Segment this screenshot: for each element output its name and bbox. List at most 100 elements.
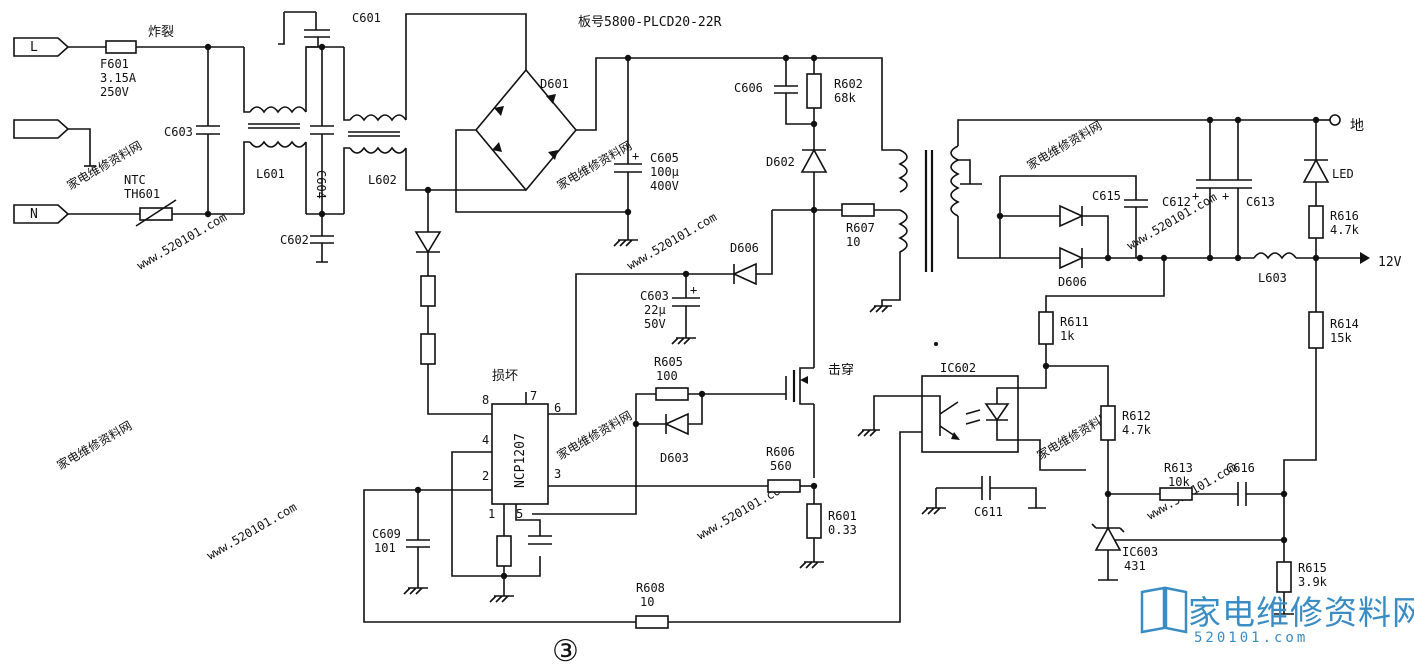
r612-ref: R612 (1122, 409, 1151, 423)
ground (799, 538, 824, 569)
r614-ref: R614 (1330, 317, 1359, 331)
r611-value: 1k (1060, 329, 1075, 343)
resistor-r616 (1308, 205, 1324, 239)
c603vcc-plus: + (690, 283, 697, 297)
d601-ref: D601 (540, 77, 569, 91)
r606-value: 560 (770, 459, 792, 473)
wire (405, 13, 527, 120)
l601-ref: L601 (256, 167, 285, 181)
pin-label: 8 (482, 393, 489, 407)
pin-label: 2 (482, 469, 489, 483)
f601-ref: F601 (100, 57, 129, 71)
wire (1098, 550, 1118, 581)
marker-dot (934, 342, 938, 346)
wire (343, 47, 350, 121)
wire (576, 57, 808, 131)
r606-ref: R606 (766, 445, 795, 459)
wire (635, 393, 666, 425)
d602-ref: D602 (766, 155, 795, 169)
pin-label: 5 (516, 507, 523, 521)
wire (668, 431, 924, 623)
f601-note: 炸裂 (148, 25, 174, 40)
mosfet-switch (702, 367, 814, 405)
wire (1018, 366, 1047, 389)
l603-ref: L603 (1258, 271, 1287, 285)
terminal-neutral: N (13, 204, 70, 224)
ic601-note: 损坏 (492, 369, 518, 384)
c612-plus: + (1192, 189, 1199, 203)
wire (808, 57, 900, 151)
r607-ref: R607 (846, 221, 875, 235)
ntc-th601 (139, 207, 173, 221)
brand-logo (1140, 586, 1188, 634)
c603vcc-ref: C603 (640, 289, 669, 303)
l602-ref: L602 (368, 173, 397, 187)
inductor-l601-top (249, 106, 307, 114)
node (500, 572, 508, 580)
capacitor-c606 (774, 58, 814, 125)
wire (306, 46, 344, 215)
capacitor-c615 (1124, 199, 1148, 258)
watermark-text: 家电维修资料网 (554, 138, 634, 193)
transformer-main (869, 145, 960, 313)
diode-secondary-1 (1059, 204, 1084, 228)
inductor-l601-bottom (249, 140, 307, 148)
r612-value: 4.7k (1122, 423, 1152, 437)
wire (1018, 439, 1086, 471)
wire (243, 141, 250, 214)
terminal-live-label: L (30, 40, 38, 55)
wire (532, 424, 637, 515)
ground (489, 566, 514, 603)
resistor-startup-2 (420, 333, 436, 365)
brand-url: 520101.com (1194, 630, 1309, 646)
wire (1046, 365, 1109, 406)
inductor-l602-bottom (349, 146, 407, 154)
r607-value: 10 (846, 235, 860, 249)
diode-startup (414, 231, 442, 254)
r601-value: 0.33 (828, 523, 857, 537)
capacitor-pin1 (528, 535, 552, 545)
watermark-text: www.520101.com (625, 210, 720, 273)
resistor-r614 (1308, 311, 1324, 349)
d603-ref: D603 (660, 451, 689, 465)
th601-value: TH601 (124, 187, 160, 201)
r601-ref: R601 (828, 509, 857, 523)
watermark-text: 家电维修资料网 (54, 418, 134, 473)
r616-ref: R616 (1330, 209, 1359, 223)
resistor-r602 (806, 73, 822, 109)
pin-label: 1 (488, 507, 495, 521)
c601-ref: C601 (352, 11, 381, 25)
wire (688, 393, 703, 425)
figure-number: ③ (552, 634, 579, 669)
resistor-r605 (655, 387, 689, 401)
r608-ref: R608 (636, 581, 665, 595)
wire (363, 489, 636, 623)
book-icon (1140, 586, 1188, 634)
diode-d602 (800, 148, 828, 173)
led-ref: LED (1332, 167, 1354, 181)
capacitor-c604 (310, 47, 334, 214)
ground-terminal (1329, 114, 1341, 126)
c612-ref: C612 (1162, 195, 1191, 209)
resistor-r612 (1100, 405, 1116, 441)
ic603-value: 431 (1124, 559, 1146, 573)
watermark-text: 家电维修资料网 (1024, 118, 1104, 173)
shunt-regulator-ic603 (1091, 523, 1125, 551)
wire (305, 46, 318, 112)
pin-label: 6 (554, 401, 561, 415)
ground-terminal-label: 地 (1350, 118, 1364, 134)
c609-value: 101 (374, 541, 396, 555)
wire (405, 148, 526, 191)
brand-name: 家电维修资料网 (1188, 593, 1414, 632)
capacitor-c611 (921, 476, 1046, 515)
c602-ref: C602 (280, 233, 309, 247)
ic602-ref: IC602 (940, 361, 976, 375)
pin-label: 4 (482, 433, 489, 447)
resistor-r611 (1038, 311, 1054, 345)
ic601-ref: NCP1207 (513, 433, 528, 488)
c603vcc-voltage: 50V (644, 317, 666, 331)
wire (857, 395, 941, 437)
node (1104, 254, 1112, 262)
c613-ref: C613 (1246, 195, 1275, 209)
